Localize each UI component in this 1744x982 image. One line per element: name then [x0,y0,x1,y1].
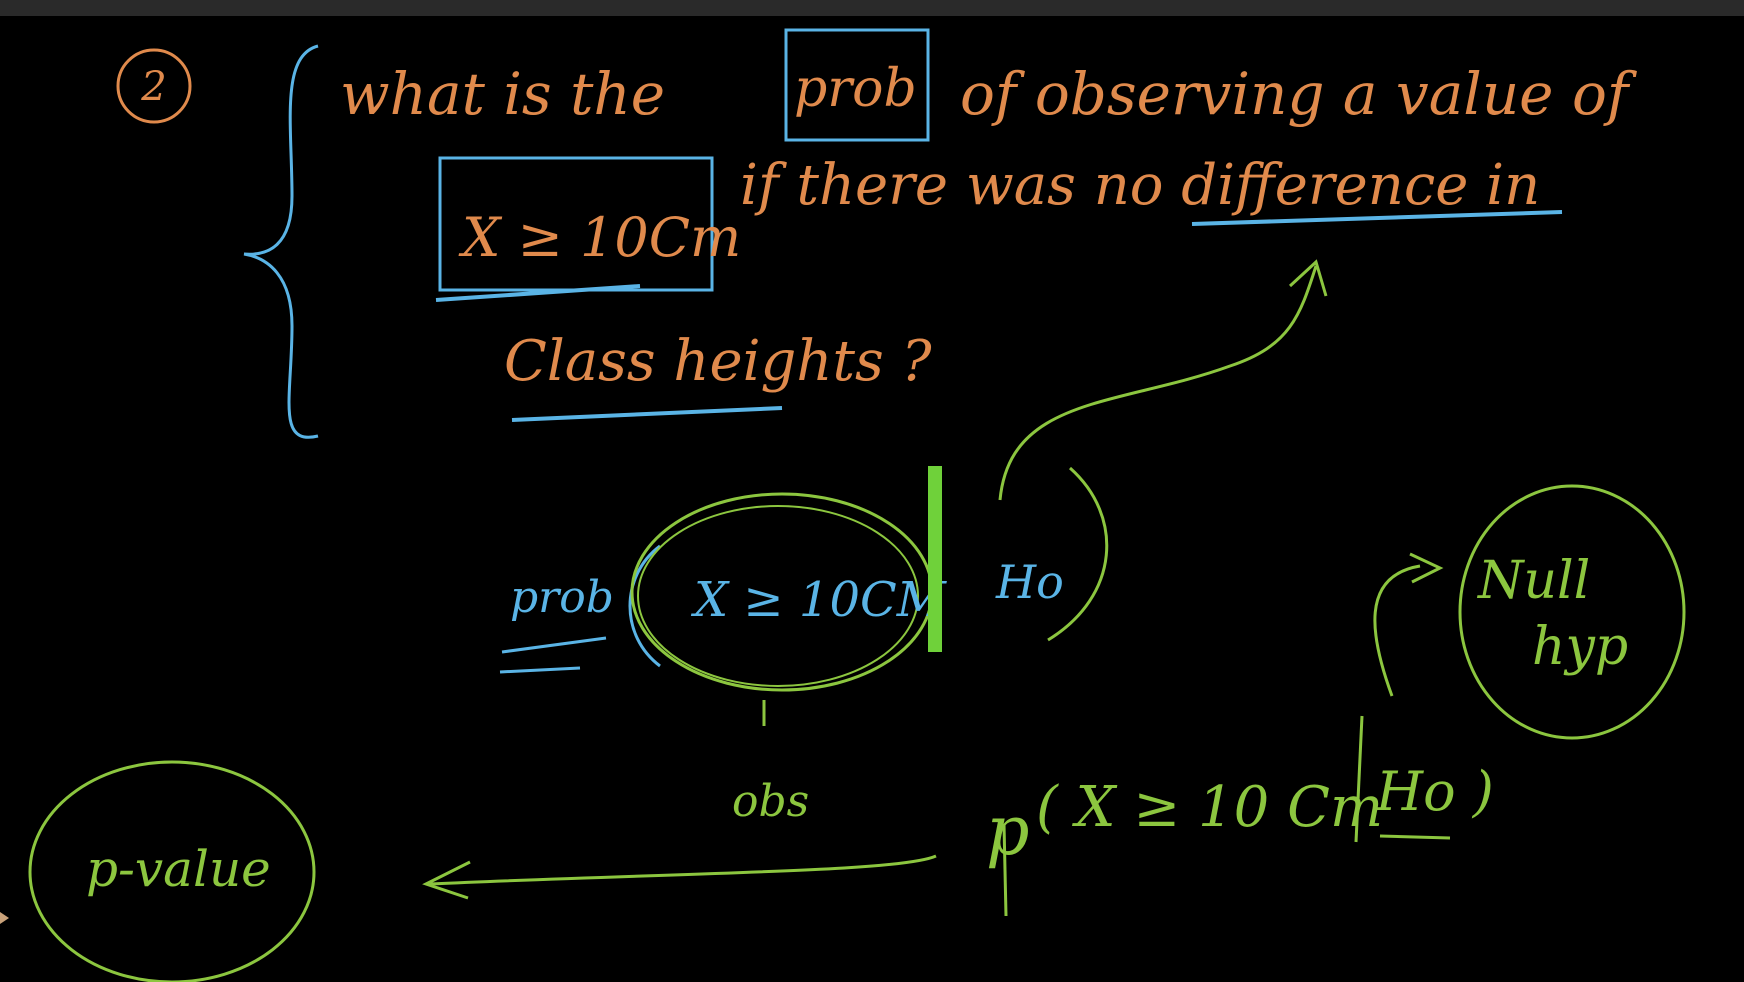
step-number-badge: 2 [116,48,192,124]
whiteboard-canvas: 2 what is the prob of observing a value … [28,28,1686,982]
p-expression-value: ( X ≥ 10 Cm [1036,775,1383,840]
question-line2: if there was no difference in [740,153,1540,218]
question-prob-word: prob [794,59,917,119]
prob-underline-2 [499,666,581,674]
p-symbol: p [986,792,1030,871]
null-hyp-line2: hyp [1532,617,1628,677]
p-descender [1002,823,1008,917]
prob-highlight-box [784,28,930,142]
obs-label: obs [732,776,809,827]
observed-value: X ≥ 10CM [690,572,948,628]
prob-underline-1 [501,636,607,654]
prob-label: prob [510,572,614,623]
null-hyp-circle [1458,484,1686,740]
question-line1-start: what is the [340,60,665,128]
given-ho: Ho [995,555,1064,609]
pvalue-circle [28,760,316,982]
question-value: X ≥ 10Cm [458,206,741,269]
question-line1-end: of observing a value of [960,60,1638,128]
arrowhead-right-icon [1409,552,1444,584]
close-paren [1047,466,1109,642]
arrowhead-left-icon [422,860,471,900]
p-given-bar [1354,715,1364,843]
value-underline [435,284,641,302]
null-hyp-line1: Null [1476,551,1590,611]
open-paren [628,544,661,668]
curly-brace [243,44,319,439]
step-number-circle [116,48,192,124]
class-heights-underline [511,406,783,422]
pvalue-label: p-value [86,840,271,898]
step-number: 2 [140,64,166,110]
ho-to-null-arrow [1373,564,1421,697]
ho-to-difference-arrow [998,265,1318,501]
difference-underline [1191,210,1563,226]
pen-cursor-icon [0,912,9,924]
to-pvalue-arrow [429,854,937,886]
given-bar [928,466,942,652]
question-line3: Class heights ? [504,329,932,394]
arrowhead-up-icon [1288,259,1328,297]
p-expression-given: Ho ) [1375,760,1494,823]
observed-circle-inner [637,505,919,687]
window-top-bar [0,0,1744,16]
ho-underline [1379,834,1451,840]
